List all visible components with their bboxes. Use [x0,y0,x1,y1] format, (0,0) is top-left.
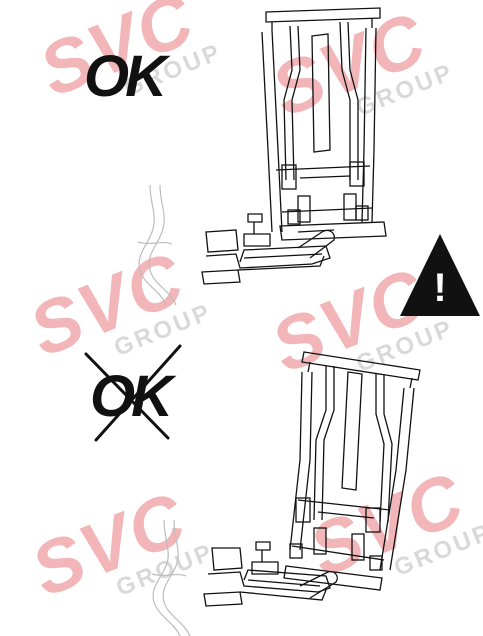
bottom-lift-frame [283,351,421,591]
top-lift-frame [261,7,387,241]
bottom-ok-label: OK [90,364,173,429]
cross-mark-icon [84,344,182,442]
warning-triangle-icon [400,234,480,316]
top-ok-label: OK [84,44,167,109]
warning-exclamation: ! [433,266,447,310]
top-tilting-unit [201,213,335,285]
top-pipe-sketch [137,184,177,306]
bottom-tilting-unit [203,541,338,607]
bottom-pipe-sketch [151,519,191,636]
